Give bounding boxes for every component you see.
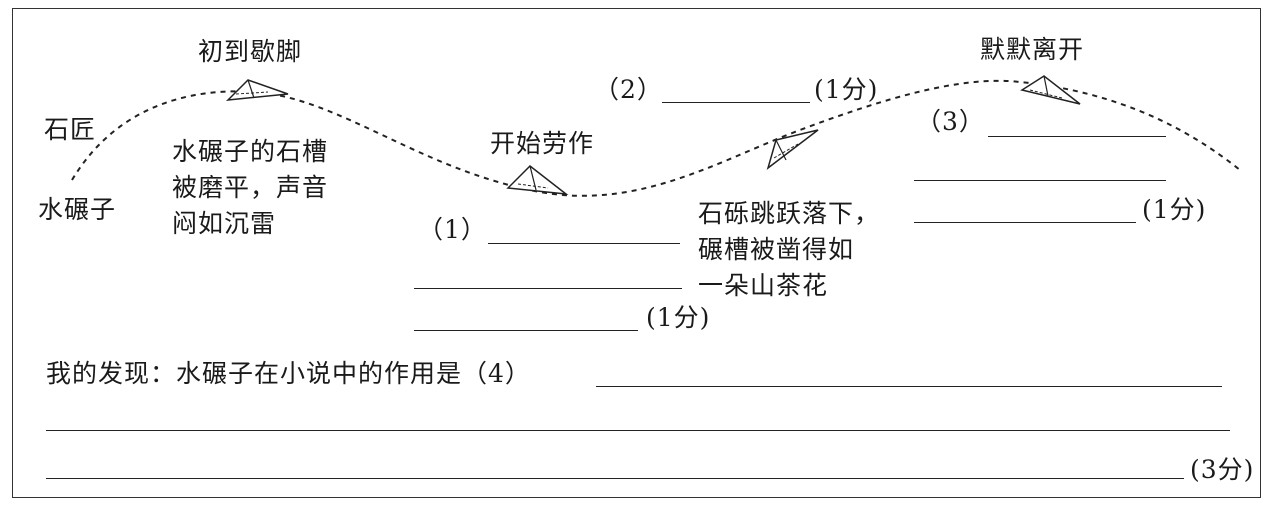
q1-answer-line-2[interactable] — [414, 288, 682, 289]
q3-answer-line-1[interactable] — [988, 136, 1166, 137]
start-label-mason: 石匠 — [44, 115, 97, 144]
q1-answer-line-1[interactable] — [488, 243, 680, 244]
discovery-answer-line-1[interactable] — [596, 386, 1222, 387]
stage1-desc-line2: 被磨平，声音 — [172, 173, 329, 202]
discovery-answer-line-2[interactable] — [46, 430, 1230, 431]
q3-score: (1分) — [1142, 195, 1207, 224]
stage1-desc-line1: 水碾子的石槽 — [172, 137, 329, 166]
discovery-prompt: 我的发现：水碾子在小说中的作用是（4） — [46, 359, 531, 388]
q1-answer-line-3[interactable] — [414, 330, 638, 331]
stage3-desc-line3: 一朵山茶花 — [698, 271, 829, 300]
q1-label: （1） — [418, 215, 487, 244]
q3-label: （3） — [916, 107, 985, 136]
stage1-title: 初到歇脚 — [198, 37, 303, 66]
stage2-title: 开始劳作 — [490, 129, 595, 158]
q3-answer-line-3[interactable] — [914, 222, 1136, 223]
worksheet-frame — [12, 8, 1261, 498]
stage3-desc-line2: 碾槽被凿得如 — [698, 235, 855, 264]
q2-score: (1分) — [814, 75, 879, 104]
q2-label: （2） — [594, 75, 663, 104]
stage1-desc-line3: 闷如沉雷 — [172, 209, 277, 238]
discovery-answer-line-3[interactable] — [46, 478, 1184, 479]
stage4-title: 默默离开 — [980, 35, 1085, 64]
discovery-score: (3分) — [1190, 455, 1255, 484]
stage3-desc-line1: 石砾跳跃落下， — [698, 199, 881, 228]
q2-answer-line[interactable] — [662, 102, 810, 103]
start-label-water-mill: 水碾子 — [38, 195, 117, 224]
q1-score: (1分) — [646, 303, 711, 332]
q3-answer-line-2[interactable] — [914, 180, 1166, 181]
